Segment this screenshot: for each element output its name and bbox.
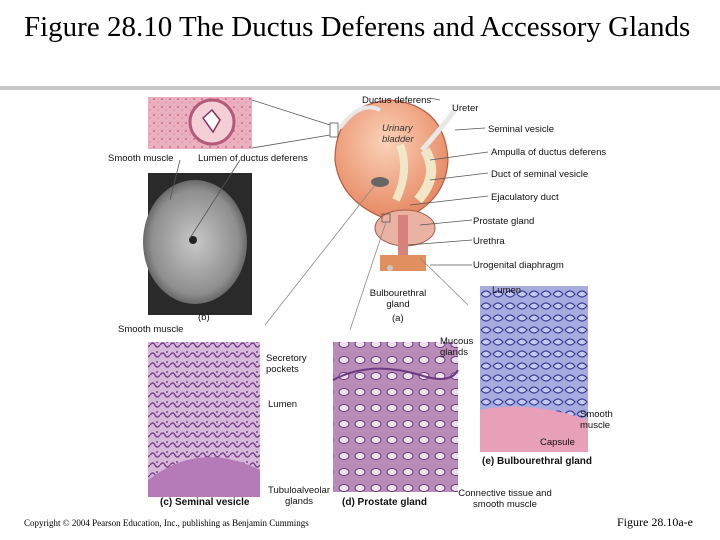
label-mucous-glands: Mucous glands xyxy=(440,336,474,358)
label-ejaculatory-duct: Ejaculatory duct xyxy=(491,192,559,203)
label-panel-d: (d) Prostate gland xyxy=(342,497,428,508)
label-tubuloalveolar: Tubuloalveolar glands xyxy=(268,485,330,507)
label-lumen-ductus: Lumen of ductus deferens xyxy=(198,153,308,164)
label-duct-seminal-vesicle: Duct of seminal vesicle xyxy=(491,169,589,180)
label-panel-e: (e) Bulbourethral gland xyxy=(482,456,592,467)
label-smooth-muscle-e: Smooth muscle xyxy=(580,409,613,431)
label-prostate-gland: Prostate gland xyxy=(473,216,535,227)
ductus-histology-image xyxy=(148,97,252,149)
label-seminal-vesicle: Seminal vesicle xyxy=(488,124,554,135)
label-ureter: Ureter xyxy=(452,103,479,114)
label-smooth-muscle-b: Smooth muscle xyxy=(108,153,174,164)
label-connective-tissue: Connective tissue and smooth muscle xyxy=(458,488,552,510)
page-title: Figure 28.10 The Ductus Deferens and Acc… xyxy=(24,11,691,43)
label-urogenital-diaphragm: Urogenital diaphragm xyxy=(473,260,564,271)
figure-reference: Figure 28.10a-e xyxy=(617,515,693,529)
label-bulbourethral-gland: Bulbourethral gland xyxy=(369,288,427,310)
copyright-notice: Copyright © 2004 Pearson Education, Inc.… xyxy=(24,518,309,528)
label-urinary-bladder: Urinary bladder xyxy=(382,123,414,145)
label-urethra: Urethra xyxy=(473,236,505,247)
bulbourethral-image xyxy=(480,286,588,452)
label-lumen-c: Lumen xyxy=(268,399,298,410)
seminal-vesicle-image xyxy=(148,342,260,497)
label-secretory-pockets: Secretory pockets xyxy=(266,353,307,375)
label-ampulla: Ampulla of ductus deferens xyxy=(491,147,607,158)
label-lumen-e: Lumen xyxy=(492,285,522,296)
leader-lines xyxy=(169,97,489,331)
label-capsule: Capsule xyxy=(540,437,575,448)
label-panel-c: (c) Seminal vesicle xyxy=(160,497,250,508)
label-ductus-deferens: Ductus deferens xyxy=(362,95,432,106)
label-smooth-muscle-c: Smooth muscle xyxy=(118,324,184,335)
ductus-sem-image xyxy=(143,173,252,315)
label-panel-b: (b) xyxy=(198,312,210,323)
prostate-image xyxy=(332,342,459,492)
label-panel-a: (a) xyxy=(392,313,404,324)
title-divider xyxy=(0,86,720,90)
